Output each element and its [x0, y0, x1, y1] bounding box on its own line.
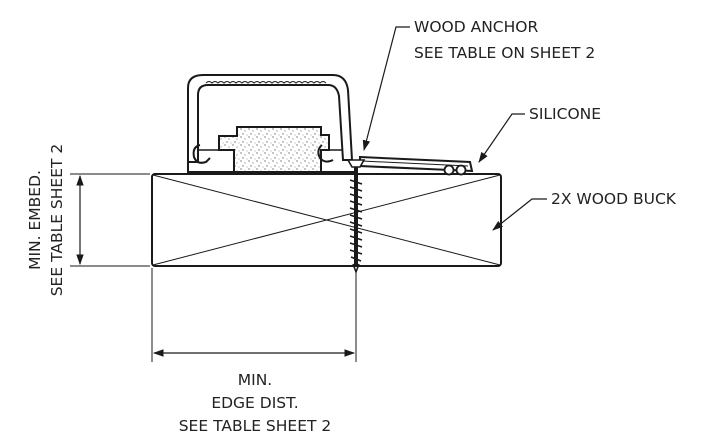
wood-anchor-screw [346, 159, 366, 275]
edge-dist-label-1: MIN. [238, 371, 272, 389]
wood-buck-label: 2X WOOD BUCK [551, 190, 677, 208]
min-embed-label: MIN. EMBED. [26, 170, 44, 270]
edge-dist-label-2: EDGE DIST. [211, 394, 298, 412]
wood-buck [151, 173, 502, 267]
insulation-core [218, 126, 330, 175]
extension-lines [70, 173, 357, 362]
silicone-label: SILICONE [529, 105, 601, 123]
edge-dist-note: SEE TABLE SHEET 2 [179, 417, 332, 435]
wood-anchor-note: SEE TABLE ON SHEET 2 [414, 44, 595, 62]
silicone-bead [443, 164, 467, 176]
wood-anchor-label: WOOD ANCHOR [414, 18, 538, 36]
leader-lines [362, 26, 547, 231]
min-embed-note: SEE TABLE SHEET 2 [48, 144, 66, 297]
sill-strip [359, 155, 474, 173]
